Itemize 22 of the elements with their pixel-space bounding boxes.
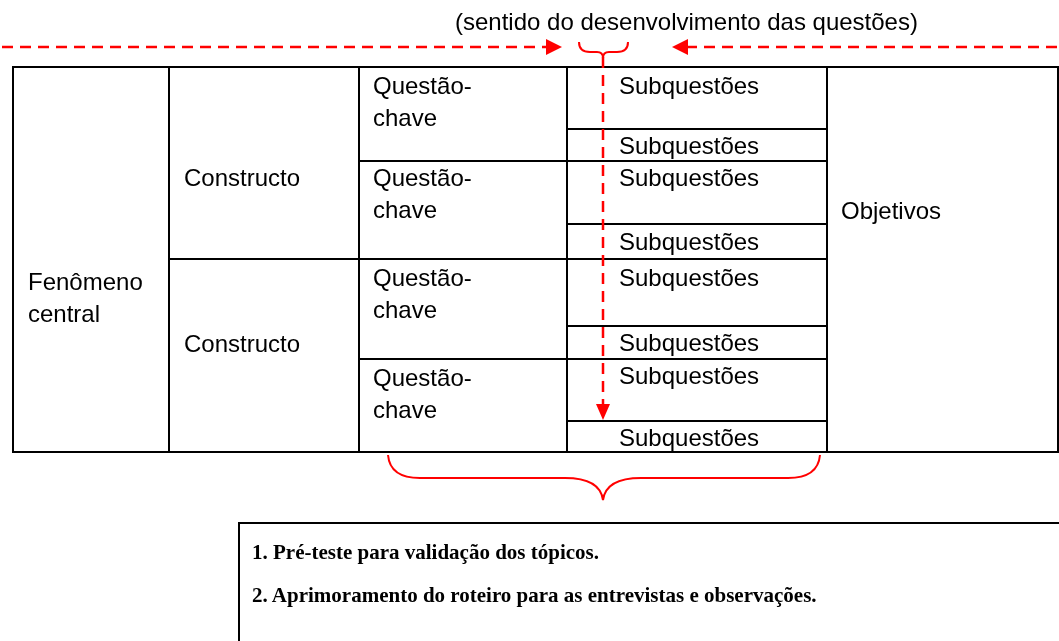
cell-text: Subquestões: [619, 423, 760, 453]
table-cell: [826, 66, 1059, 453]
note-box: [238, 522, 1059, 641]
cell-text: Objetivos: [841, 196, 942, 226]
cell-text: Subquestões: [619, 163, 760, 193]
cell-text: Subquestões: [619, 263, 760, 293]
note-text: 1. Pré-teste para validação dos tópicos.: [252, 540, 600, 565]
direction-caption: (sentido do desenvolvimento das questões): [455, 7, 918, 37]
cell-text: Subquestões: [619, 227, 760, 257]
cell-text: Constructo: [184, 163, 301, 193]
note-text: 2. Aprimoramento do roteiro para as entrevistas e observações.: [252, 583, 817, 608]
table-cell: [12, 66, 170, 453]
cell-text: Questão-chave: [373, 163, 473, 225]
cell-text: Questão-chave: [373, 263, 473, 325]
cell-text: Subquestões: [619, 131, 760, 161]
cell-text: Questão-chave: [373, 71, 473, 133]
cell-text: Subquestões: [619, 328, 760, 358]
cell-text: Constructo: [184, 329, 301, 359]
cell-text: Subquestões: [619, 71, 760, 101]
cell-text: Fenômeno central: [28, 267, 144, 329]
cell-text: Subquestões: [619, 361, 760, 391]
cell-text: Questão-chave: [373, 363, 473, 425]
